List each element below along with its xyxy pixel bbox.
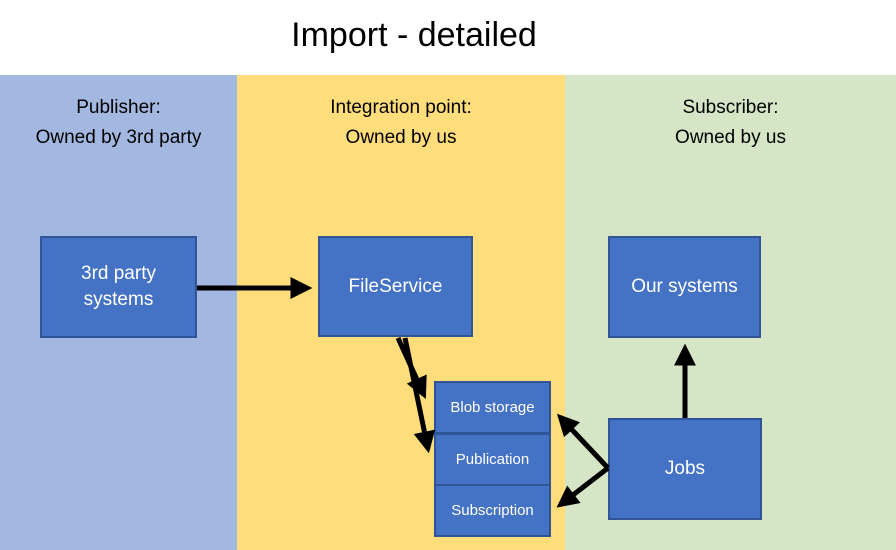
node-file-service: FileService: [318, 236, 473, 337]
stack-item-blob-storage: Blob storage: [434, 381, 551, 434]
lane-subscriber-heading: Subscriber: Owned by us: [675, 97, 786, 148]
lane-publisher-heading: Publisher: Owned by 3rd party: [35, 97, 202, 148]
stack-item-publication: Publication: [434, 432, 551, 486]
node-third-party-systems: 3rd party systems: [40, 236, 197, 338]
node-our-systems: Our systems: [608, 236, 761, 338]
lane-integration-heading: Integration point: Owned by us: [330, 97, 472, 148]
stack-item-subscription: Subscription: [434, 484, 551, 537]
lane-publisher: Publisher: Owned by 3rd party: [0, 75, 237, 550]
slide-title: Import - detailed: [291, 16, 537, 54]
node-jobs: Jobs: [608, 418, 762, 520]
storage-stack: Blob storage Publication Subscription: [434, 381, 551, 537]
